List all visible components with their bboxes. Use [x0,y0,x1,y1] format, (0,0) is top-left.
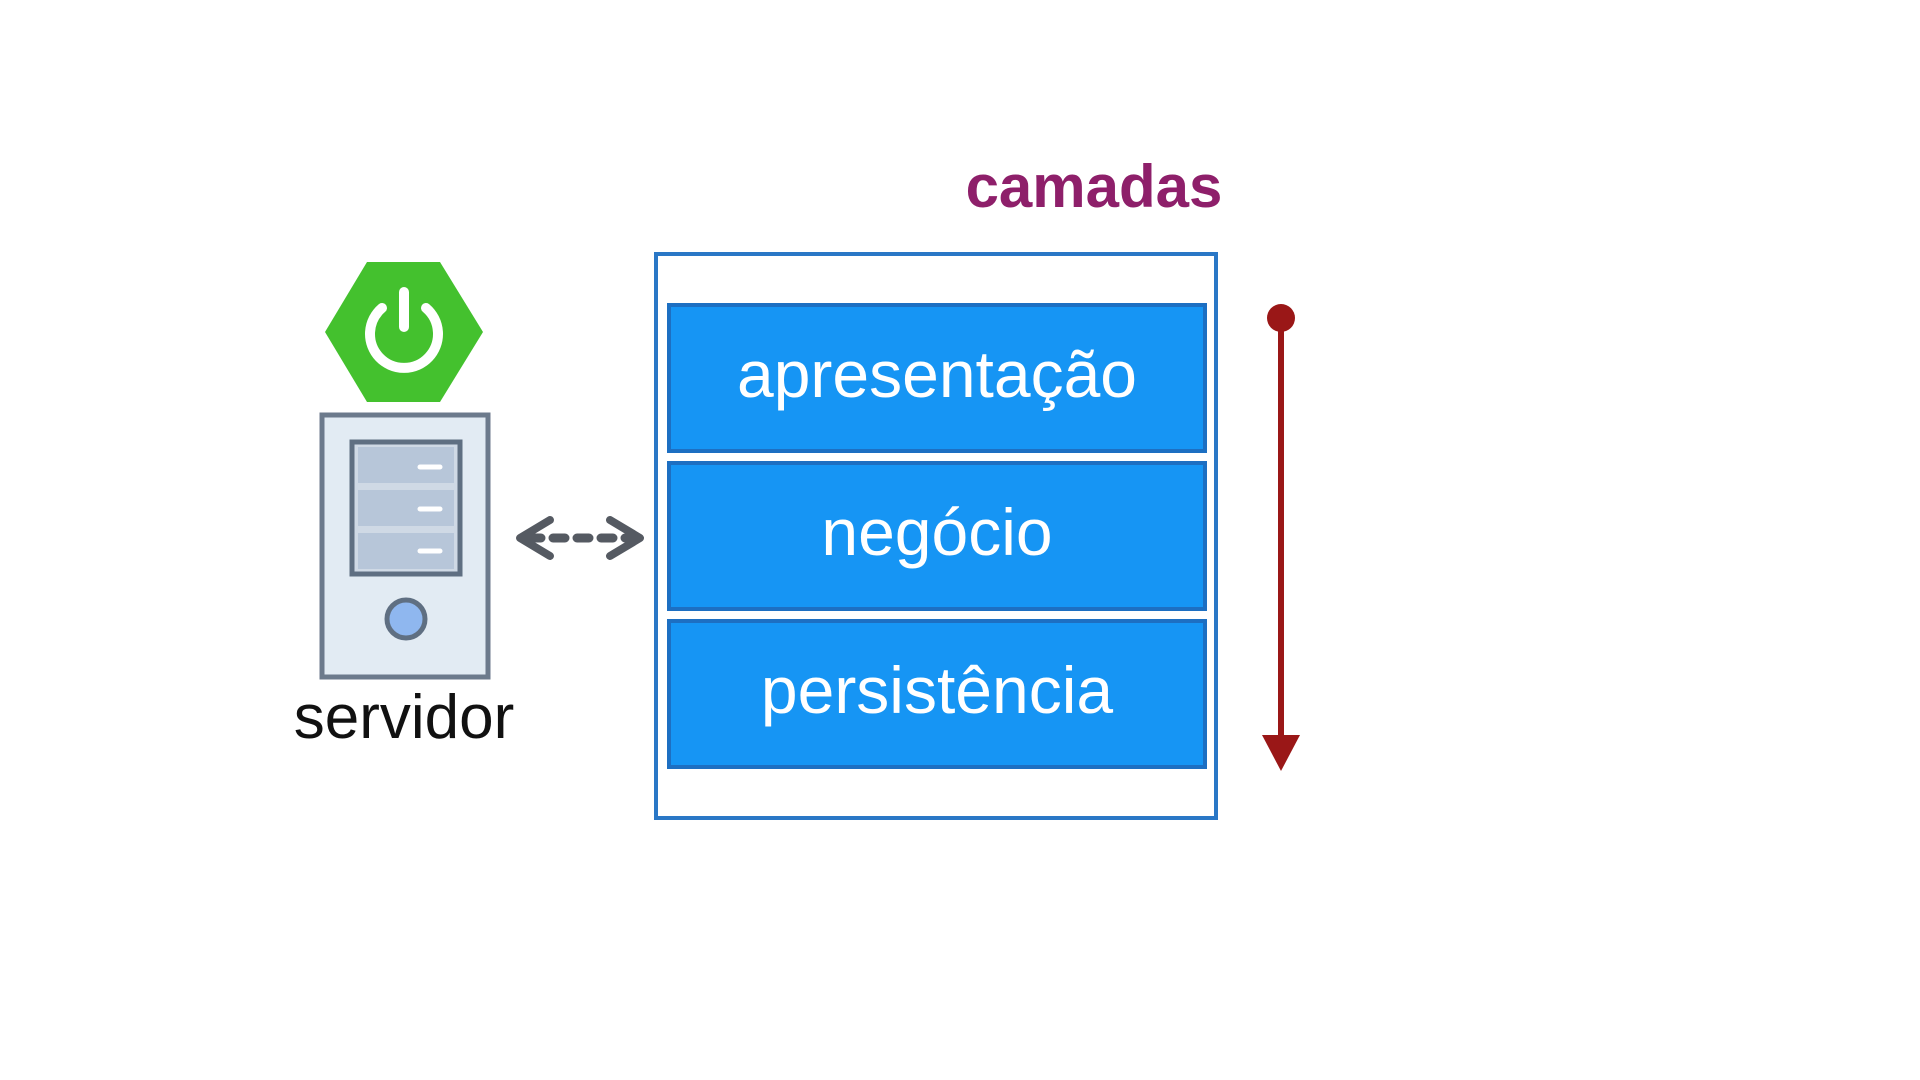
dashed-bidirectional-arrow-icon [516,516,644,560]
layer-business: negócio [667,461,1207,611]
layer-persistence: persistência [667,619,1207,769]
layer-presentation-label: apresentação [737,337,1137,411]
server-label: servidor [294,683,515,752]
layer-business-label: negócio [821,495,1052,569]
layer-persistence-label: persistência [761,653,1113,727]
diagram-title: camadas [966,153,1223,220]
down-arrow-icon [1262,304,1300,771]
server-tower-icon [319,412,491,680]
layer-presentation: apresentação [667,303,1207,453]
layers-container [654,252,1218,820]
spring-power-icon [325,262,483,402]
